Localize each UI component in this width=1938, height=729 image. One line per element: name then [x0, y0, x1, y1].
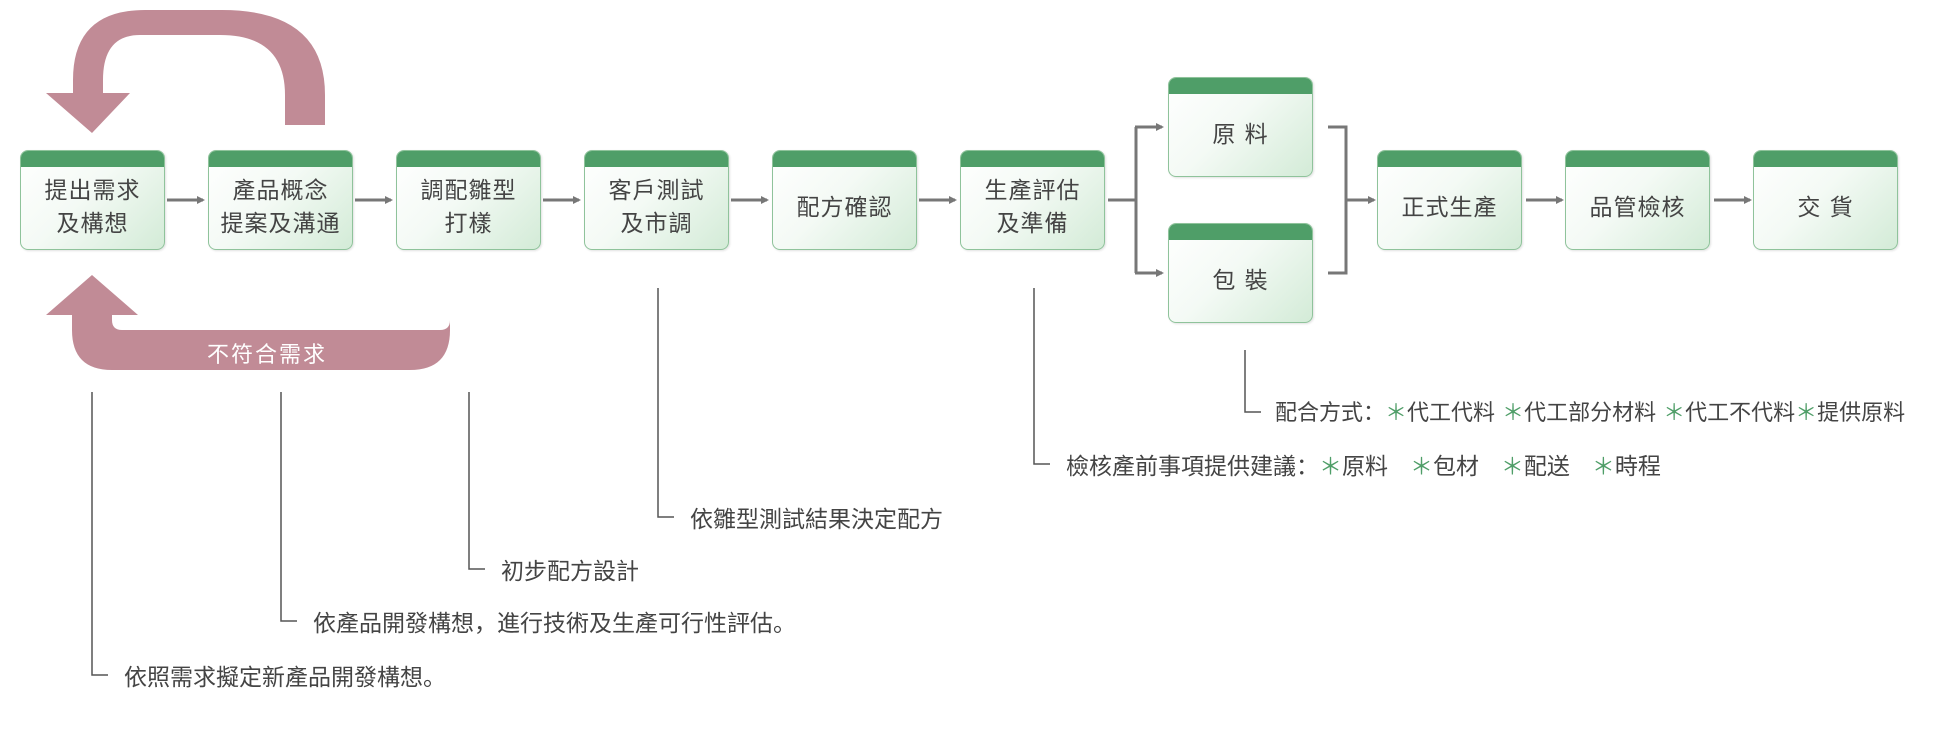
step-concept-proposal: 產品概念提案及溝通: [208, 150, 353, 250]
step-prototype-sampling: 調配雛型打樣: [396, 150, 541, 250]
step-customer-testing: 客戶測試及市調: [584, 150, 729, 250]
leader-n1: [91, 392, 108, 676]
note-concept-proposal: 依產品開發構想，進行技術及生產可行性評估。: [313, 611, 796, 637]
step-mass-production: 正式生產: [1377, 150, 1522, 250]
bottom-loop-arrow: [46, 275, 450, 370]
leader-n3: [468, 392, 485, 570]
note-customer-testing: 依雛型測試結果決定配方: [690, 507, 943, 533]
leader-n5: [1033, 288, 1050, 465]
note-requirement-proposal: 依照需求擬定新產品開發構想。: [124, 665, 446, 691]
step-packaging: 包 裝: [1168, 223, 1313, 323]
step-raw-materials: 原 料: [1168, 77, 1313, 177]
step-formula-confirmation: 配方確認: [772, 150, 917, 250]
top-loop-arrow: [46, 10, 325, 133]
step-production-evaluation: 生產評估及準備: [960, 150, 1105, 250]
top-loop-label: 不符合需求: [125, 50, 246, 75]
note-cooperation-methods: 配合方式：＊代工代料 ＊代工部分材料 ＊代工不代料＊提供原料: [1275, 401, 1906, 426]
note-prototype-sampling: 初步配方設計: [501, 559, 639, 585]
step-requirement-proposal: 提出需求及構想: [20, 150, 165, 250]
bottom-loop-label: 不符合需求: [207, 343, 328, 368]
step-quality-inspection: 品管檢核: [1565, 150, 1710, 250]
leader-n2: [280, 392, 297, 622]
note-production-evaluation: 檢核產前事項提供建議：＊原料 ＊包材 ＊配送 ＊時程: [1066, 454, 1661, 480]
merge-bracket: [1328, 125, 1348, 275]
step-delivery: 交 貨: [1753, 150, 1898, 250]
leader-n6: [1244, 350, 1261, 413]
leader-n4: [657, 288, 674, 518]
